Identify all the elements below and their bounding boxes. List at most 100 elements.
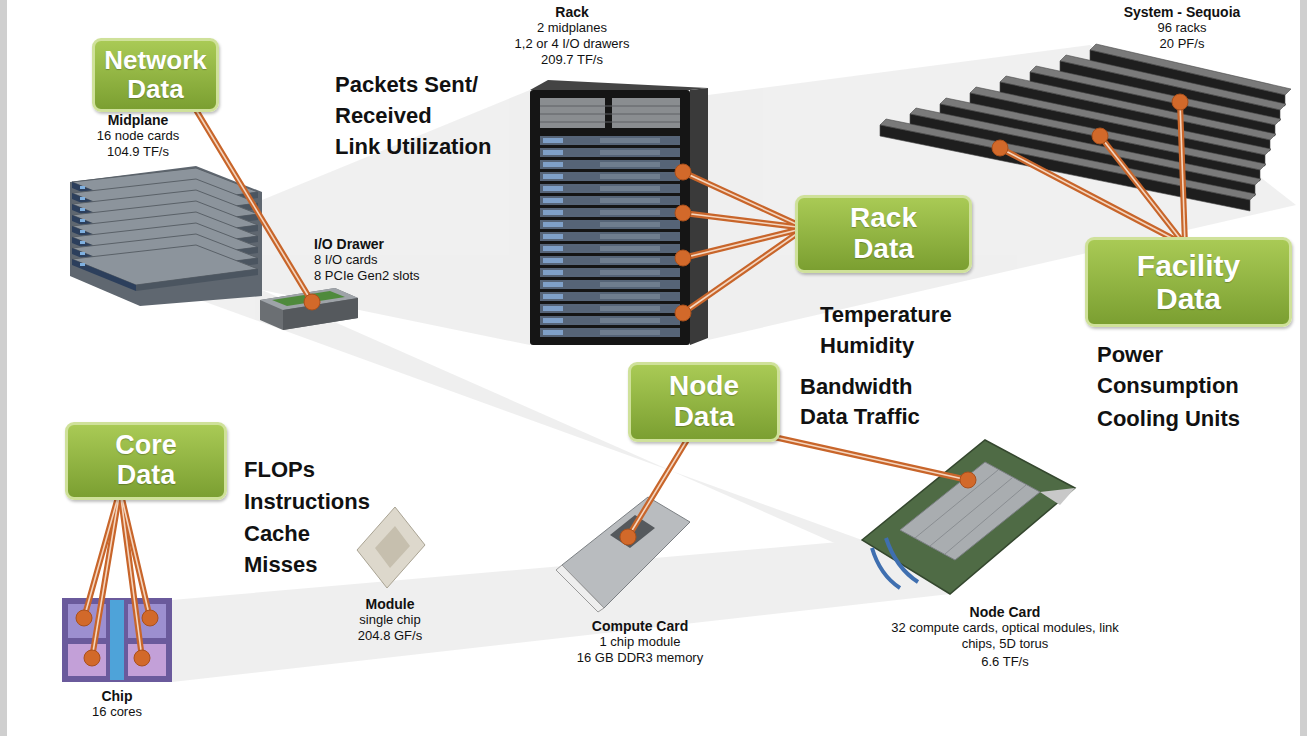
- leader-line-part: [683, 228, 805, 313]
- chip-picture-part: [128, 644, 166, 676]
- node-card-picture-part: [1040, 488, 1075, 505]
- slide-frame-part: [1300, 0, 1307, 736]
- part-spec: 6.6 TF/s: [880, 654, 1130, 670]
- probe-dot-part: [675, 305, 691, 321]
- metric-category-box: Rack Data: [795, 195, 972, 273]
- box-title: Rack Data: [822, 203, 945, 265]
- sequoia-system-picture: [880, 44, 1291, 211]
- rack-picture-part: [540, 196, 680, 205]
- rack-picture-part: [540, 316, 680, 325]
- compute-card-picture-part: [610, 515, 655, 548]
- metric-label: Cache Misses: [244, 519, 354, 581]
- probe-dot-part: [992, 140, 1008, 156]
- leader-line-part: [190, 100, 312, 302]
- rack-picture-part: [540, 160, 680, 169]
- rack-picture-part: [540, 114, 680, 115]
- rack-picture: [530, 80, 708, 345]
- leader-line-gap-part: [1180, 102, 1185, 245]
- rack-picture-part: [540, 106, 680, 107]
- metric-label: Packets Sent/ Received: [335, 70, 500, 132]
- leader-line-part: [683, 213, 805, 228]
- rack-picture-part: [540, 122, 680, 123]
- leader-line-gap-part: [683, 228, 805, 313]
- rack-picture-part: [540, 292, 680, 301]
- part-name: I/O Drawer: [314, 236, 384, 253]
- rack-picture-part: [540, 256, 680, 265]
- part-spec: single chip: [310, 612, 470, 628]
- rack-picture-part: [540, 304, 680, 313]
- leader-line-gap-part: [683, 228, 805, 258]
- leader-line-part: [1180, 102, 1185, 245]
- part-spec: 96 racks: [1082, 20, 1282, 36]
- chip-picture-part: [110, 600, 124, 680]
- probe-dot-part: [304, 294, 320, 310]
- node-card-picture-part: [872, 548, 900, 588]
- leader-line-gap-part: [190, 100, 312, 302]
- io-drawer-picture-part: [260, 288, 358, 330]
- leader-line-part: [120, 490, 142, 658]
- compute-card-picture-part: [556, 565, 604, 612]
- module-picture: [357, 507, 425, 588]
- rack-picture-part: [540, 172, 680, 181]
- box-title: Core Data: [90, 431, 202, 490]
- chip-picture: [62, 598, 172, 682]
- zoom-wedges-part: [708, 45, 1296, 340]
- midplane-picture: [70, 166, 262, 306]
- leader-line-gap-part: [765, 435, 968, 480]
- probe-dot-part: [620, 529, 636, 545]
- leader-line-part: [765, 435, 968, 480]
- leader-line-gap-part: [683, 172, 805, 228]
- metric-label: Instructions: [244, 487, 370, 518]
- leader-line: [84, 100, 1185, 658]
- part-spec: 1,2 or 4 I/O drawers: [472, 36, 672, 52]
- metric-category-box: Network Data: [92, 38, 219, 112]
- part-spec: 16 cores: [47, 704, 187, 720]
- part-spec: 1 chip module: [540, 634, 740, 650]
- leader-line-part: [628, 435, 690, 537]
- rack-picture-part: [540, 232, 680, 241]
- rack-picture-part: [540, 98, 605, 128]
- rack-picture-part: [540, 244, 680, 253]
- io-drawer-picture-part: [283, 298, 358, 330]
- midplane-picture-part: [72, 245, 258, 291]
- rack-picture-part: [540, 184, 680, 193]
- part-spec: 16 GB DDR3 memory: [540, 650, 740, 666]
- metric-label: Power Consumption: [1097, 340, 1257, 402]
- node-card-picture-part: [900, 462, 1040, 560]
- box-title: Node Data: [649, 371, 759, 433]
- rack-picture-part: [540, 280, 680, 289]
- part-spec: 8 PCIe Gen2 slots: [314, 268, 420, 284]
- part-spec: 204.8 GF/s: [310, 628, 470, 644]
- midplane-picture-part: [70, 166, 262, 306]
- rack-picture-part: [540, 208, 680, 217]
- node-card-picture-part: [945, 485, 1026, 554]
- compute-card-picture: [556, 497, 690, 612]
- metric-label: Temperature: [820, 300, 952, 331]
- part-spec: 8 I/O cards: [314, 252, 378, 268]
- probe-dot-part: [1172, 94, 1188, 110]
- part-spec: 2 midplanes: [472, 20, 672, 36]
- probe-dot: [76, 94, 1188, 666]
- box-title: Network Data: [103, 46, 208, 103]
- metric-category-box: Core Data: [65, 422, 227, 500]
- sequoia-system-picture-part: [880, 119, 1256, 200]
- module-picture-part: [357, 507, 425, 588]
- metric-label: Bandwidth: [800, 372, 912, 403]
- leader-line-gap: [84, 100, 1185, 658]
- part-name: Compute Card: [540, 618, 740, 635]
- rack-picture-part: [612, 98, 680, 128]
- leader-line-gap-part: [1000, 148, 1185, 245]
- part-name: Chip: [47, 688, 187, 705]
- leader-line-gap-part: [683, 213, 805, 228]
- leader-line-part: [1100, 136, 1185, 245]
- metric-label: FLOPs: [244, 455, 315, 486]
- part-spec: 16 node cards: [48, 128, 228, 144]
- leader-line-gap-part: [92, 490, 120, 658]
- rack-picture-part: [540, 328, 680, 337]
- probe-dot-part: [142, 610, 158, 626]
- leader-line-part: [1000, 148, 1185, 245]
- probe-dot-part: [675, 164, 691, 180]
- part-spec: 209.7 TF/s: [472, 52, 672, 68]
